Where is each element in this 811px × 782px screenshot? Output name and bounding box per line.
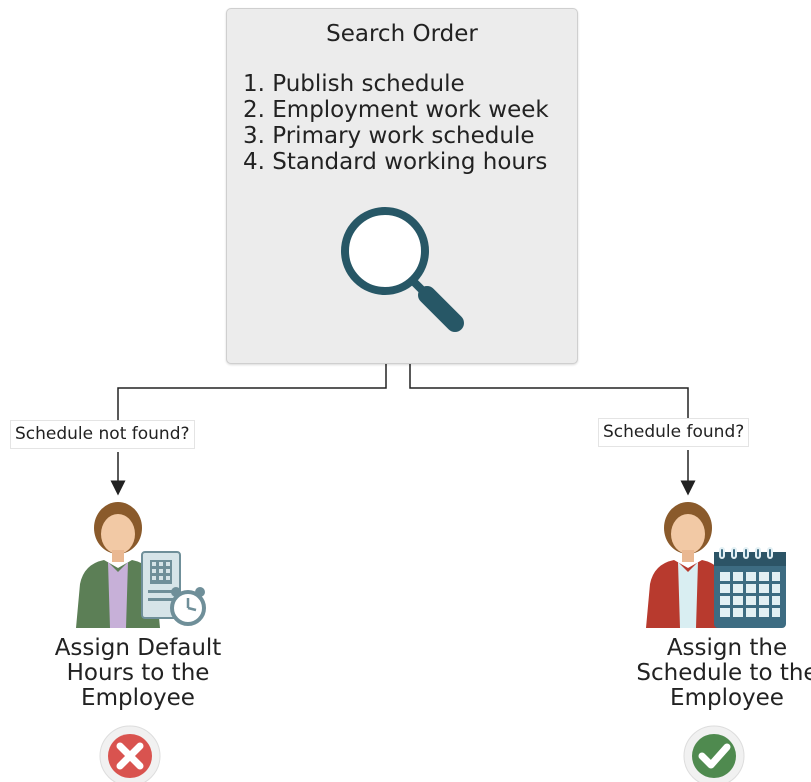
search-order-item: 2. Employment work week (243, 97, 549, 123)
assign-schedule-caption: Assign the Schedule to the Employee (636, 635, 811, 711)
x-circle-icon (99, 725, 161, 782)
search-order-item: 3. Primary work schedule (243, 123, 535, 149)
condition-found-label: Schedule found? (598, 418, 750, 447)
search-order-title: Search Order (326, 21, 478, 47)
condition-not-found-label: Schedule not found? (10, 420, 195, 449)
search-order-list: 1. Publish schedule 2. Employment work w… (243, 71, 549, 175)
check-circle-icon (683, 725, 745, 782)
search-order-box: Search Order 1. Publish schedule 2. Empl… (226, 8, 578, 364)
search-order-item: 1. Publish schedule (243, 71, 465, 97)
employee-default-hours-icon (76, 502, 206, 628)
search-order-item: 4. Standard working hours (243, 149, 548, 175)
magnifier-icon (341, 207, 464, 332)
default-hours-caption: Assign Default Hours to the Employee (54, 635, 222, 711)
employee-schedule-icon (646, 502, 786, 628)
